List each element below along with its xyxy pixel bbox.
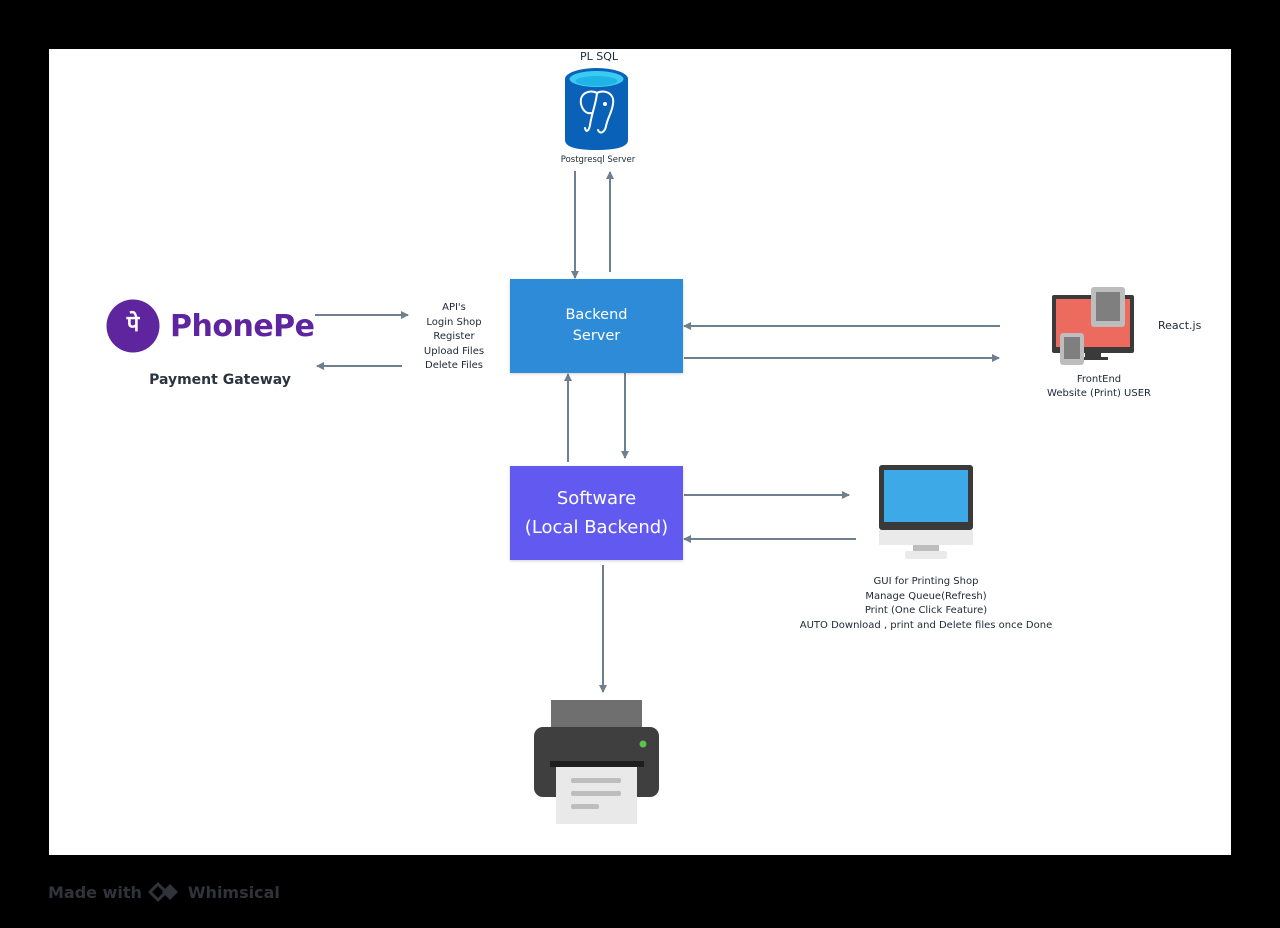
frontend-tech-label: React.js <box>1158 319 1202 332</box>
backend-server-box[interactable]: Backend Server <box>510 279 683 373</box>
phonepe-glyph: पे <box>126 312 140 337</box>
database-icon <box>565 68 628 150</box>
backend-line2: Server <box>572 328 621 344</box>
backend-line1: Backend <box>565 307 628 323</box>
gui-line: AUTO Download , print and Delete files o… <box>799 619 1053 631</box>
frontend-caption-1: FrontEnd <box>1076 374 1122 385</box>
api-list-item: Upload Files <box>423 345 485 357</box>
api-list-item: Register <box>433 331 475 342</box>
gui-line: Manage Queue(Refresh) <box>865 590 987 602</box>
database-top-label: PL SQL <box>579 50 619 63</box>
gui-line: GUI for Printing Shop <box>873 576 979 587</box>
made-with-footer[interactable]: Made with Whimsical <box>48 880 280 904</box>
api-list-item: Login Shop <box>426 316 482 328</box>
payment-gateway-caption: Payment Gateway <box>149 372 291 388</box>
software-line1: Software <box>556 488 637 509</box>
made-with-label: Made with <box>48 882 142 902</box>
api-list-item: API's <box>442 302 466 313</box>
database-caption: Postgresql Server <box>560 155 636 165</box>
phonepe-logo-icon <box>106 299 160 353</box>
software-line2: (Local Backend) <box>524 517 669 538</box>
devices-icon <box>1052 287 1134 365</box>
whimsical-brand-label: Whimsical <box>187 882 280 902</box>
api-list: API's Login Shop Register Upload Files D… <box>404 301 504 374</box>
phonepe-wordmark: PhonePe <box>170 309 315 344</box>
desktop-monitor-icon <box>879 465 973 559</box>
api-list-item: Delete Files <box>425 360 483 371</box>
whimsical-logo-icon <box>148 882 178 902</box>
gui-description: GUI for Printing Shop Manage Queue(Refre… <box>796 575 1056 633</box>
printer-icon <box>534 700 659 824</box>
software-box[interactable]: Software (Local Backend) <box>510 466 683 560</box>
frontend-caption-2: Website (Print) USER <box>1047 388 1151 399</box>
gui-line: Print (One Click Feature) <box>864 605 988 616</box>
